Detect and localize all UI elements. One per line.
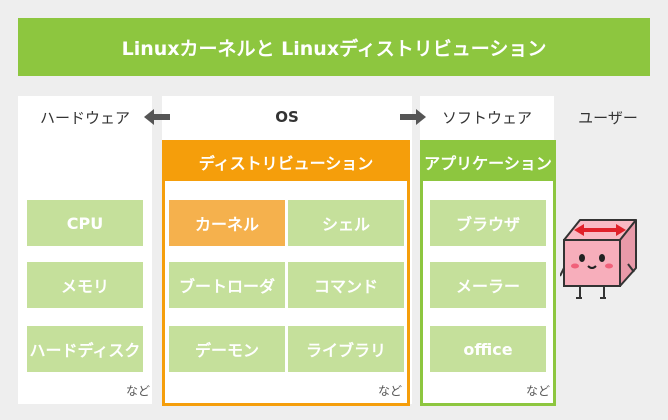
application-item-browser: ブラウザ bbox=[430, 200, 546, 246]
application-etc: など bbox=[526, 384, 551, 398]
distribution-item-daemon: デーモン bbox=[169, 326, 285, 372]
user-header: ユーザー bbox=[578, 108, 638, 127]
application-item-office: office bbox=[430, 326, 546, 372]
arrow-right-icon bbox=[400, 109, 426, 125]
diagram-title: Linuxカーネルと Linuxディストリビューション bbox=[18, 18, 650, 76]
distribution-item-shell: シェル bbox=[288, 200, 404, 246]
hardware-item-memory: メモリ bbox=[27, 262, 143, 308]
os-header: OS bbox=[275, 108, 299, 126]
distribution-item-library: ライブラリ bbox=[288, 326, 404, 372]
distribution-etc: など bbox=[378, 384, 403, 398]
hardware-item-harddisk: ハードディスク bbox=[27, 326, 143, 372]
user-mascot-icon bbox=[560, 219, 637, 299]
application-item-mailer: メーラー bbox=[430, 262, 546, 308]
distribution-item-kernel: カーネル bbox=[169, 200, 285, 246]
distribution-item-bootloader: ブートローダ bbox=[169, 262, 285, 308]
distribution-title: ディストリビューション bbox=[165, 143, 407, 181]
distribution-item-command: コマンド bbox=[288, 262, 404, 308]
hardware-item-cpu: CPU bbox=[27, 200, 143, 246]
application-title: アプリケーション bbox=[423, 143, 553, 181]
arrow-left-icon bbox=[144, 109, 170, 125]
hardware-header: ハードウェア bbox=[39, 108, 130, 127]
hardware-etc: など bbox=[126, 384, 151, 398]
software-header: ソフトウェア bbox=[441, 108, 532, 127]
